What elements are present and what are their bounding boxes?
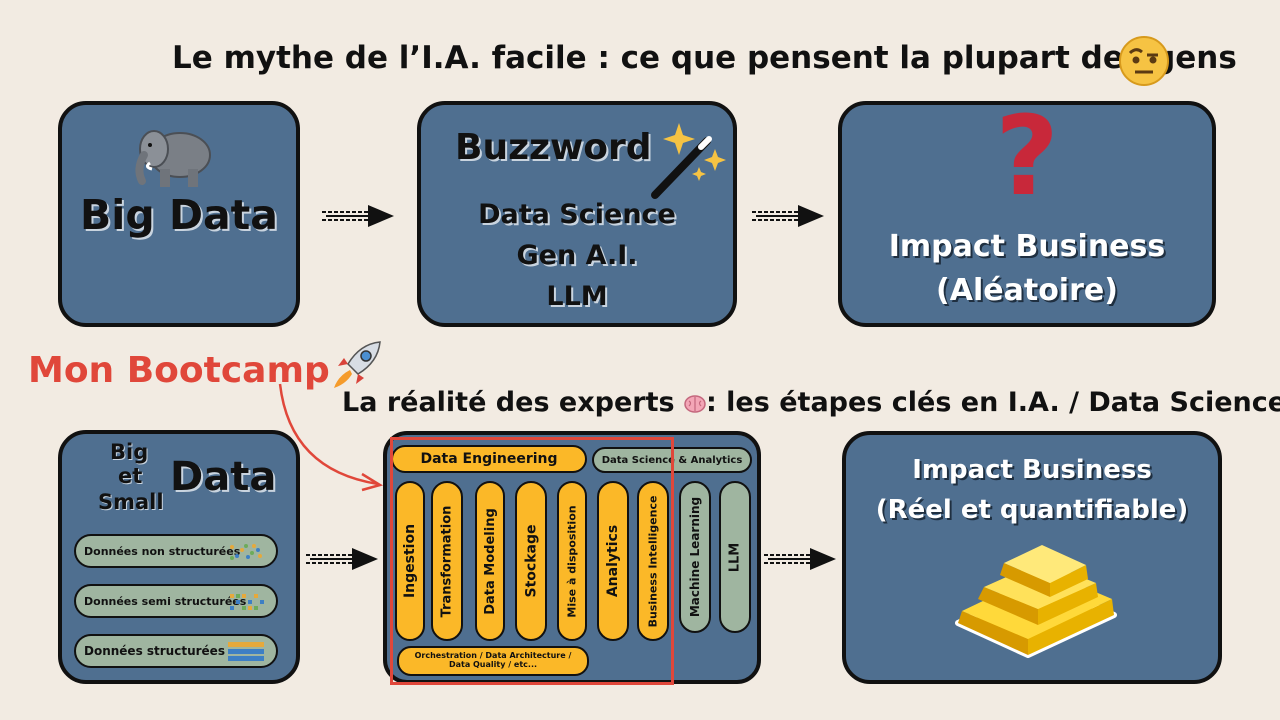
question-mark: ? [995, 92, 1059, 220]
impact-random-line-1: Impact Business [888, 229, 1166, 264]
impact-random-box: ? Impact Business (Aléatoire) [838, 101, 1216, 327]
buzzword-line-1: Data Science [478, 199, 676, 230]
arrow-right-icon [322, 205, 394, 227]
scattered-dots-icon [230, 544, 262, 560]
structured-data-item: Données structurées [74, 634, 278, 668]
buzzword-line-2: Gen A.I. [516, 240, 638, 271]
orchestration-pill: Orchestration / Data Architecture / Data… [397, 646, 589, 676]
arrow-right-icon [752, 205, 824, 227]
big-data-box: Big Data [58, 101, 300, 327]
et-label: et [118, 464, 143, 488]
magic-wand-icon [651, 123, 726, 199]
unstructured-data-item: Données non structurées [74, 534, 278, 568]
big-label: Big [110, 440, 149, 464]
arrow-right-icon [306, 548, 378, 570]
arrow-right-icon [764, 548, 836, 570]
step-business-intelligence: Business Intelligence [637, 481, 669, 641]
grid-dots-icon [228, 642, 264, 661]
impact-real-box: Impact Business (Réel et quantifiable) [842, 431, 1222, 684]
process-box: Data Engineering Data Science & Analytic… [383, 431, 761, 684]
data-sources-box: Big et Small Data Données non structurée… [58, 430, 300, 684]
bootcamp-arrow-icon [278, 383, 384, 492]
impact-random-line-2: (Aléatoire) [936, 273, 1118, 308]
small-label: Small [98, 490, 164, 514]
semi-structured-data-item: Données semi structurées [74, 584, 278, 618]
gold-bars-icon [955, 545, 1117, 658]
step-mise-a-disposition: Mise à disposition [557, 481, 587, 641]
buzzword-box: Buzzword Data Science Gen A.I. LLM [417, 101, 737, 327]
elephant-icon [135, 130, 211, 187]
step-analytics: Analytics [597, 481, 629, 641]
impact-real-line-1: Impact Business [912, 455, 1152, 485]
bootcamp-highlight-frame [390, 437, 674, 685]
step-data-modeling: Data Modeling [475, 481, 505, 641]
rocket-icon [334, 341, 381, 388]
data-engineering-pill: Data Engineering [391, 445, 587, 473]
raised-eyebrow-face-icon [1119, 36, 1169, 86]
data-label: Data [170, 454, 277, 500]
top-title: Le mythe de l’I.A. facile : ce que pense… [172, 40, 1237, 76]
brain-icon [684, 394, 706, 413]
buzzword-title: Buzzword [455, 127, 652, 168]
step-ingestion: Ingestion [395, 481, 425, 641]
step-machine-learning: Machine Learning [679, 481, 711, 633]
bottom-title: La réalité des experts : les étapes clés… [342, 387, 1280, 418]
step-transformation: Transformation [431, 481, 463, 641]
buzzword-line-3: LLM [546, 281, 608, 312]
step-stockage: Stockage [515, 481, 547, 641]
impact-real-line-2: (Réel et quantifiable) [875, 495, 1189, 525]
step-llm: LLM [719, 481, 751, 633]
big-data-label: Big Data [80, 191, 278, 239]
semi-grid-dots-icon [230, 594, 264, 610]
